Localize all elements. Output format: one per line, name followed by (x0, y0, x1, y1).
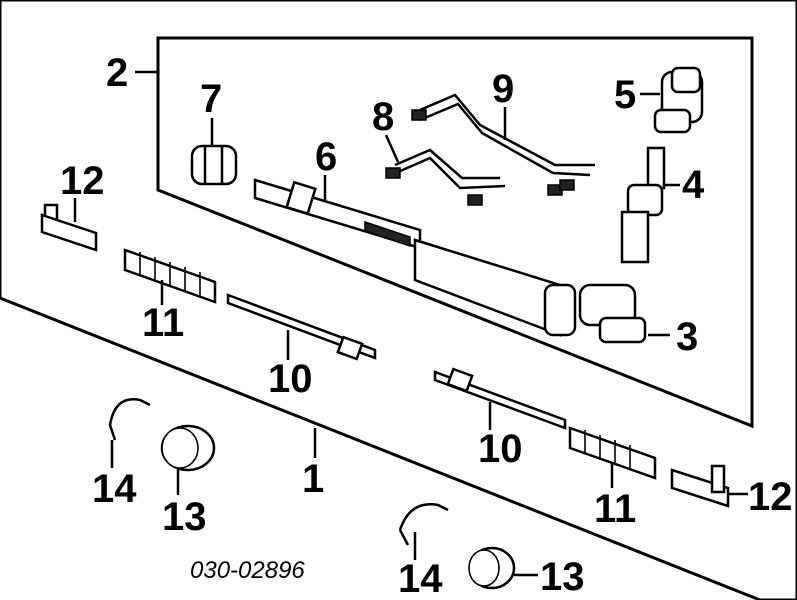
callout-3: 3 (676, 315, 698, 359)
part-boot-left (123, 248, 217, 305)
callout-2: 2 (106, 51, 128, 95)
callout-8: 8 (372, 95, 394, 139)
part-grommet-left (160, 424, 216, 495)
callout-11-left: 11 (142, 301, 184, 345)
callout-4: 4 (682, 163, 705, 207)
part-inner-tie-rod-right (433, 367, 567, 430)
part-tie-rod-end-left (40, 198, 98, 252)
callout-7: 7 (200, 77, 222, 121)
callout-11-right: 11 (594, 487, 636, 531)
part-hydraulic-lines (384, 93, 595, 206)
callout-1: 1 (302, 457, 324, 501)
diagram-part-code: 030-02896 (190, 557, 305, 584)
callout-12-right: 12 (748, 475, 793, 519)
part-tie-rod-end-right (670, 464, 748, 508)
part-clamp-left (108, 398, 151, 468)
callout-13-left: 13 (162, 495, 207, 539)
part-grommet-right (468, 546, 538, 590)
callout-12-left: 12 (60, 159, 105, 203)
part-inner-tie-rod-left (226, 293, 377, 361)
part-pinion-shaft (620, 146, 680, 264)
callout-13-right: 13 (540, 555, 585, 599)
callout-10-left: 10 (268, 357, 313, 401)
callout-9: 9 (492, 67, 514, 111)
callout-5: 5 (614, 73, 636, 117)
part-boot-right (568, 426, 657, 488)
callout-14-left: 14 (92, 467, 137, 511)
callout-14-right: 14 (398, 557, 443, 600)
part-valve-body (640, 66, 704, 134)
callout-10-right: 10 (478, 427, 523, 471)
part-rack-housing (253, 175, 670, 344)
part-rack-bushing (190, 118, 238, 186)
callout-6: 6 (315, 135, 337, 179)
part-clamp-right (398, 503, 449, 560)
